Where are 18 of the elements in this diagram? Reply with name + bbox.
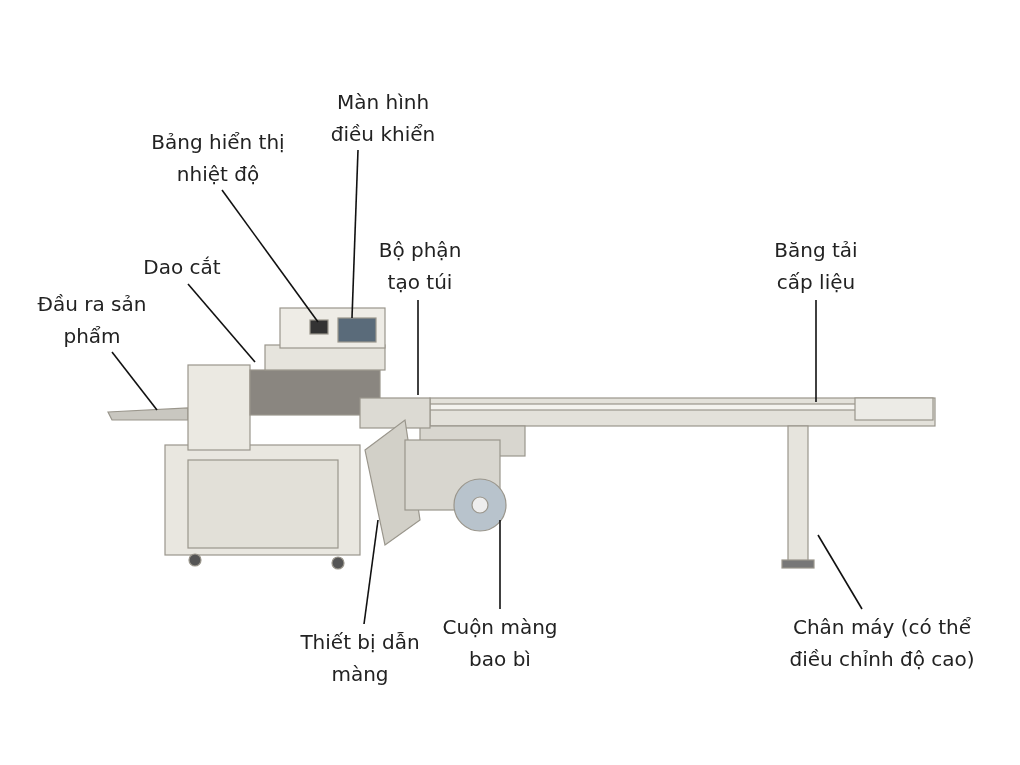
callout-label: Bảng hiển thị nhiệt độ [150, 126, 286, 190]
leader-line [815, 299, 817, 403]
callout-label: Đầu ra sản phẩm [37, 288, 147, 352]
leader-line [221, 189, 319, 323]
leader-line [499, 519, 501, 610]
leader-line [111, 351, 158, 411]
leader-line [187, 283, 256, 363]
callout-label: Thiết bị dẫn màng [300, 626, 420, 690]
callout-label: Cuộn màng bao bì [430, 611, 570, 675]
leader-line [417, 299, 419, 396]
leader-line [351, 149, 359, 319]
callout-label: Chân máy (có thể điều chỉnh độ cao) [774, 611, 990, 675]
callout-label: Màn hình điều khiển [318, 86, 448, 150]
leader-line [363, 519, 379, 625]
callout-label: Bộ phận tạo túi [365, 234, 475, 298]
leader-line [817, 534, 863, 610]
callout-label: Băng tải cấp liệu [761, 234, 871, 298]
callout-label: Dao cắt [122, 251, 242, 283]
